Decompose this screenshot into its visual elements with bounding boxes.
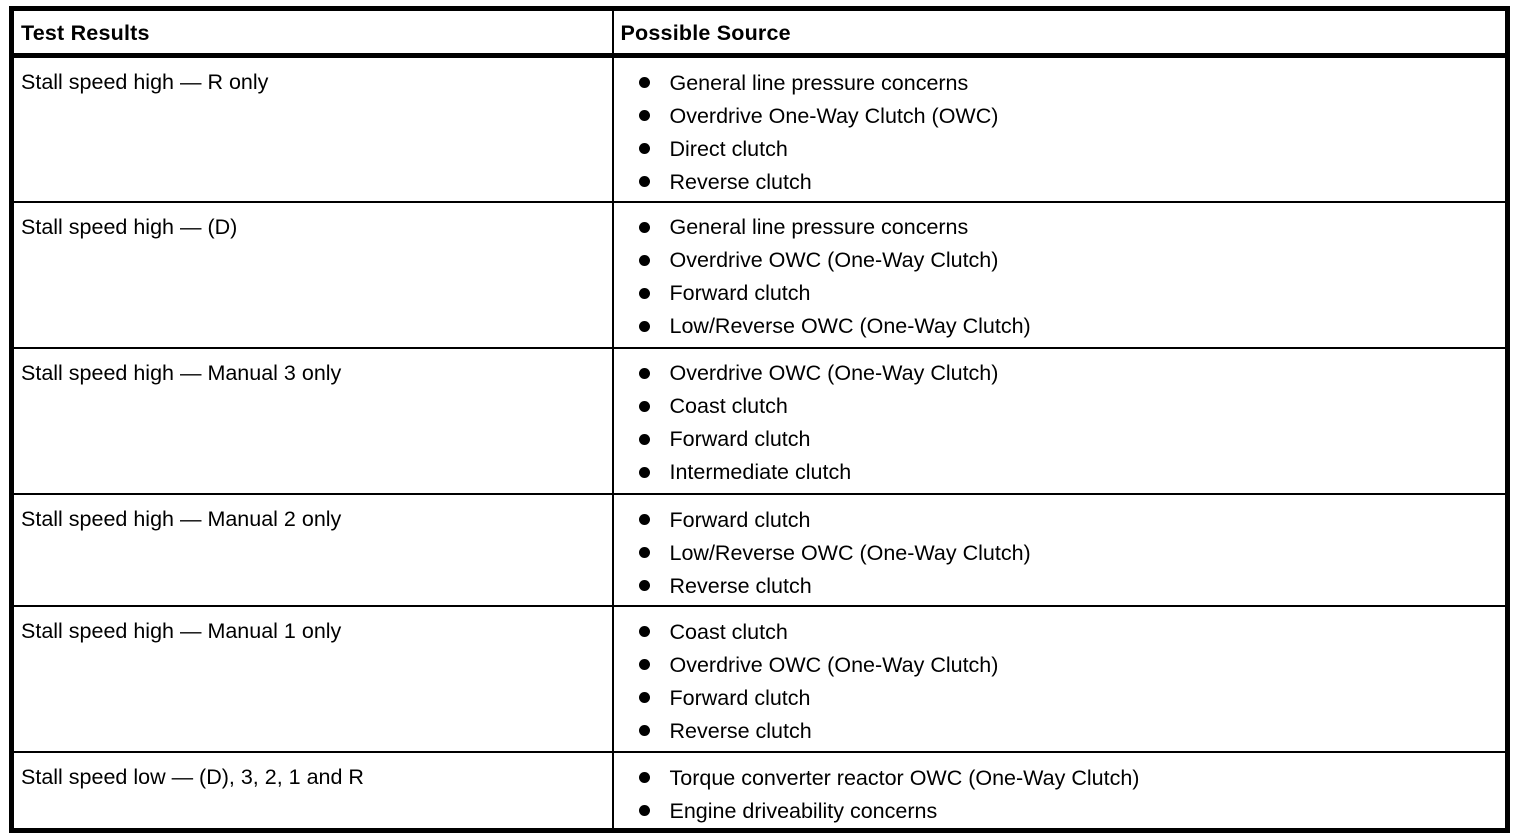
bullet-icon bbox=[638, 466, 650, 478]
possible-source-item: Low/Reverse OWC (One-Way Clutch) bbox=[638, 310, 1506, 343]
table-row: Stall speed high — R only General line p… bbox=[10, 54, 1509, 203]
bullet-icon bbox=[638, 143, 650, 154]
bullet-icon bbox=[638, 254, 650, 266]
possible-source-text: Low/Reverse OWC (One-Way Clutch) bbox=[669, 314, 1031, 339]
possible-source-item: Intermediate clutch bbox=[638, 456, 1506, 489]
possible-source-text: Overdrive OWC (One-Way Clutch) bbox=[669, 248, 999, 273]
possible-source-list: Coast clutch Overdrive OWC (One-Way Clut… bbox=[614, 615, 1506, 747]
possible-source-item: Coast clutch bbox=[638, 615, 1506, 648]
table-header: Test Results Possible Source bbox=[10, 7, 1509, 58]
bullet-icon bbox=[638, 626, 650, 638]
test-result-text: Stall speed high — Manual 2 only bbox=[21, 507, 342, 532]
possible-source-text: Reverse clutch bbox=[669, 169, 812, 194]
bullet-icon bbox=[638, 547, 650, 559]
possible-source-item: Forward clutch bbox=[638, 277, 1506, 310]
possible-source-item: Forward clutch bbox=[638, 503, 1506, 536]
possible-source-text: Overdrive OWC (One-Way Clutch) bbox=[669, 361, 999, 386]
possible-source-item: Forward clutch bbox=[638, 681, 1506, 714]
possible-source-item: Engine driveability concerns bbox=[638, 794, 1506, 827]
test-result-text: Stall speed high — (D) bbox=[21, 214, 238, 239]
bullet-icon bbox=[638, 400, 650, 412]
bullet-icon bbox=[638, 514, 650, 526]
test-result-text: Stall speed low — (D), 3, 2, 1 and R bbox=[21, 765, 364, 790]
bullet-icon bbox=[638, 580, 650, 592]
test-result-text: Stall speed high — Manual 1 only bbox=[21, 619, 342, 644]
table-body: Stall speed high — R only General line p… bbox=[10, 54, 1509, 832]
possible-source-item: Direct clutch bbox=[638, 132, 1506, 165]
table-row: Stall speed high — (D) General line pres… bbox=[10, 200, 1509, 349]
table-row: Stall speed high — Manual 1 only Coast c… bbox=[10, 605, 1509, 754]
stall-speed-diagnostic-table: Test Results Possible Source Stall speed… bbox=[9, 6, 1510, 833]
possible-source-text: Reverse clutch bbox=[669, 573, 812, 598]
possible-source-list: Torque converter reactor OWC (One-Way Cl… bbox=[614, 761, 1506, 827]
possible-source-item: Reverse clutch bbox=[638, 165, 1506, 198]
possible-source-text: Torque converter reactor OWC (One-Way Cl… bbox=[669, 765, 1140, 790]
possible-source-text: Coast clutch bbox=[669, 619, 788, 644]
possible-source-item: Torque converter reactor OWC (One-Way Cl… bbox=[638, 761, 1506, 794]
possible-source-list: General line pressure concerns Overdrive… bbox=[614, 211, 1506, 343]
possible-source-item: Overdrive OWC (One-Way Clutch) bbox=[638, 357, 1506, 390]
possible-source-item: Forward clutch bbox=[638, 423, 1506, 456]
possible-source-item: Reverse clutch bbox=[638, 714, 1506, 747]
bullet-icon bbox=[638, 287, 650, 299]
possible-source-list: Overdrive OWC (One-Way Clutch) Coast clu… bbox=[614, 357, 1506, 489]
bullet-icon bbox=[638, 221, 650, 233]
possible-source-text: Reverse clutch bbox=[669, 718, 812, 743]
bullet-icon bbox=[638, 77, 650, 88]
bullet-icon bbox=[638, 805, 650, 817]
possible-source-text: Forward clutch bbox=[669, 281, 811, 306]
table-row: Stall speed low — (D), 3, 2, 1 and R Tor… bbox=[10, 751, 1509, 832]
bullet-icon bbox=[638, 367, 650, 379]
table-row: Stall speed high — Manual 3 only Overdri… bbox=[10, 346, 1509, 496]
bullet-icon bbox=[638, 320, 650, 332]
possible-source-text: Low/Reverse OWC (One-Way Clutch) bbox=[669, 540, 1031, 565]
bullet-icon bbox=[638, 692, 650, 704]
possible-source-item: Overdrive OWC (One-Way Clutch) bbox=[638, 244, 1506, 277]
possible-source-text: General line pressure concerns bbox=[669, 70, 969, 95]
possible-source-item: Overdrive One-Way Clutch (OWC) bbox=[638, 99, 1506, 132]
possible-source-text: Forward clutch bbox=[669, 507, 811, 532]
bullet-icon bbox=[638, 176, 650, 187]
bullet-icon bbox=[638, 110, 650, 121]
test-result-text: Stall speed high — R only bbox=[21, 70, 269, 94]
bullet-icon bbox=[638, 433, 650, 445]
possible-source-list: General line pressure concerns Overdrive… bbox=[614, 66, 1506, 198]
bullet-icon bbox=[638, 659, 650, 671]
possible-source-text: Forward clutch bbox=[669, 427, 811, 452]
possible-source-item: Reverse clutch bbox=[638, 569, 1506, 602]
header-row: Test Results Possible Source bbox=[10, 7, 1509, 58]
column-header-test-results: Test Results bbox=[10, 7, 614, 58]
possible-source-item: Low/Reverse OWC (One-Way Clutch) bbox=[638, 536, 1506, 569]
column-header-possible-source: Possible Source bbox=[611, 7, 1509, 58]
bullet-icon bbox=[638, 725, 650, 737]
test-result-text: Stall speed high — Manual 3 only bbox=[21, 360, 342, 385]
possible-source-text: Intermediate clutch bbox=[669, 460, 852, 485]
possible-source-text: Forward clutch bbox=[669, 685, 811, 710]
possible-source-item: General line pressure concerns bbox=[638, 66, 1506, 99]
possible-source-item: Coast clutch bbox=[638, 390, 1506, 423]
bullet-icon bbox=[638, 772, 650, 784]
possible-source-item: Overdrive OWC (One-Way Clutch) bbox=[638, 648, 1506, 681]
possible-source-text: Direct clutch bbox=[669, 136, 788, 161]
possible-source-text: Coast clutch bbox=[669, 394, 788, 419]
table-row: Stall speed high — Manual 2 only Forward… bbox=[10, 493, 1509, 608]
possible-source-list: Forward clutch Low/Reverse OWC (One-Way … bbox=[614, 503, 1506, 602]
possible-source-text: Overdrive One-Way Clutch (OWC) bbox=[669, 103, 999, 128]
possible-source-item: General line pressure concerns bbox=[638, 211, 1506, 244]
possible-source-text: Engine driveability concerns bbox=[669, 798, 938, 823]
possible-source-text: Overdrive OWC (One-Way Clutch) bbox=[669, 652, 999, 677]
possible-source-text: General line pressure concerns bbox=[669, 215, 969, 240]
